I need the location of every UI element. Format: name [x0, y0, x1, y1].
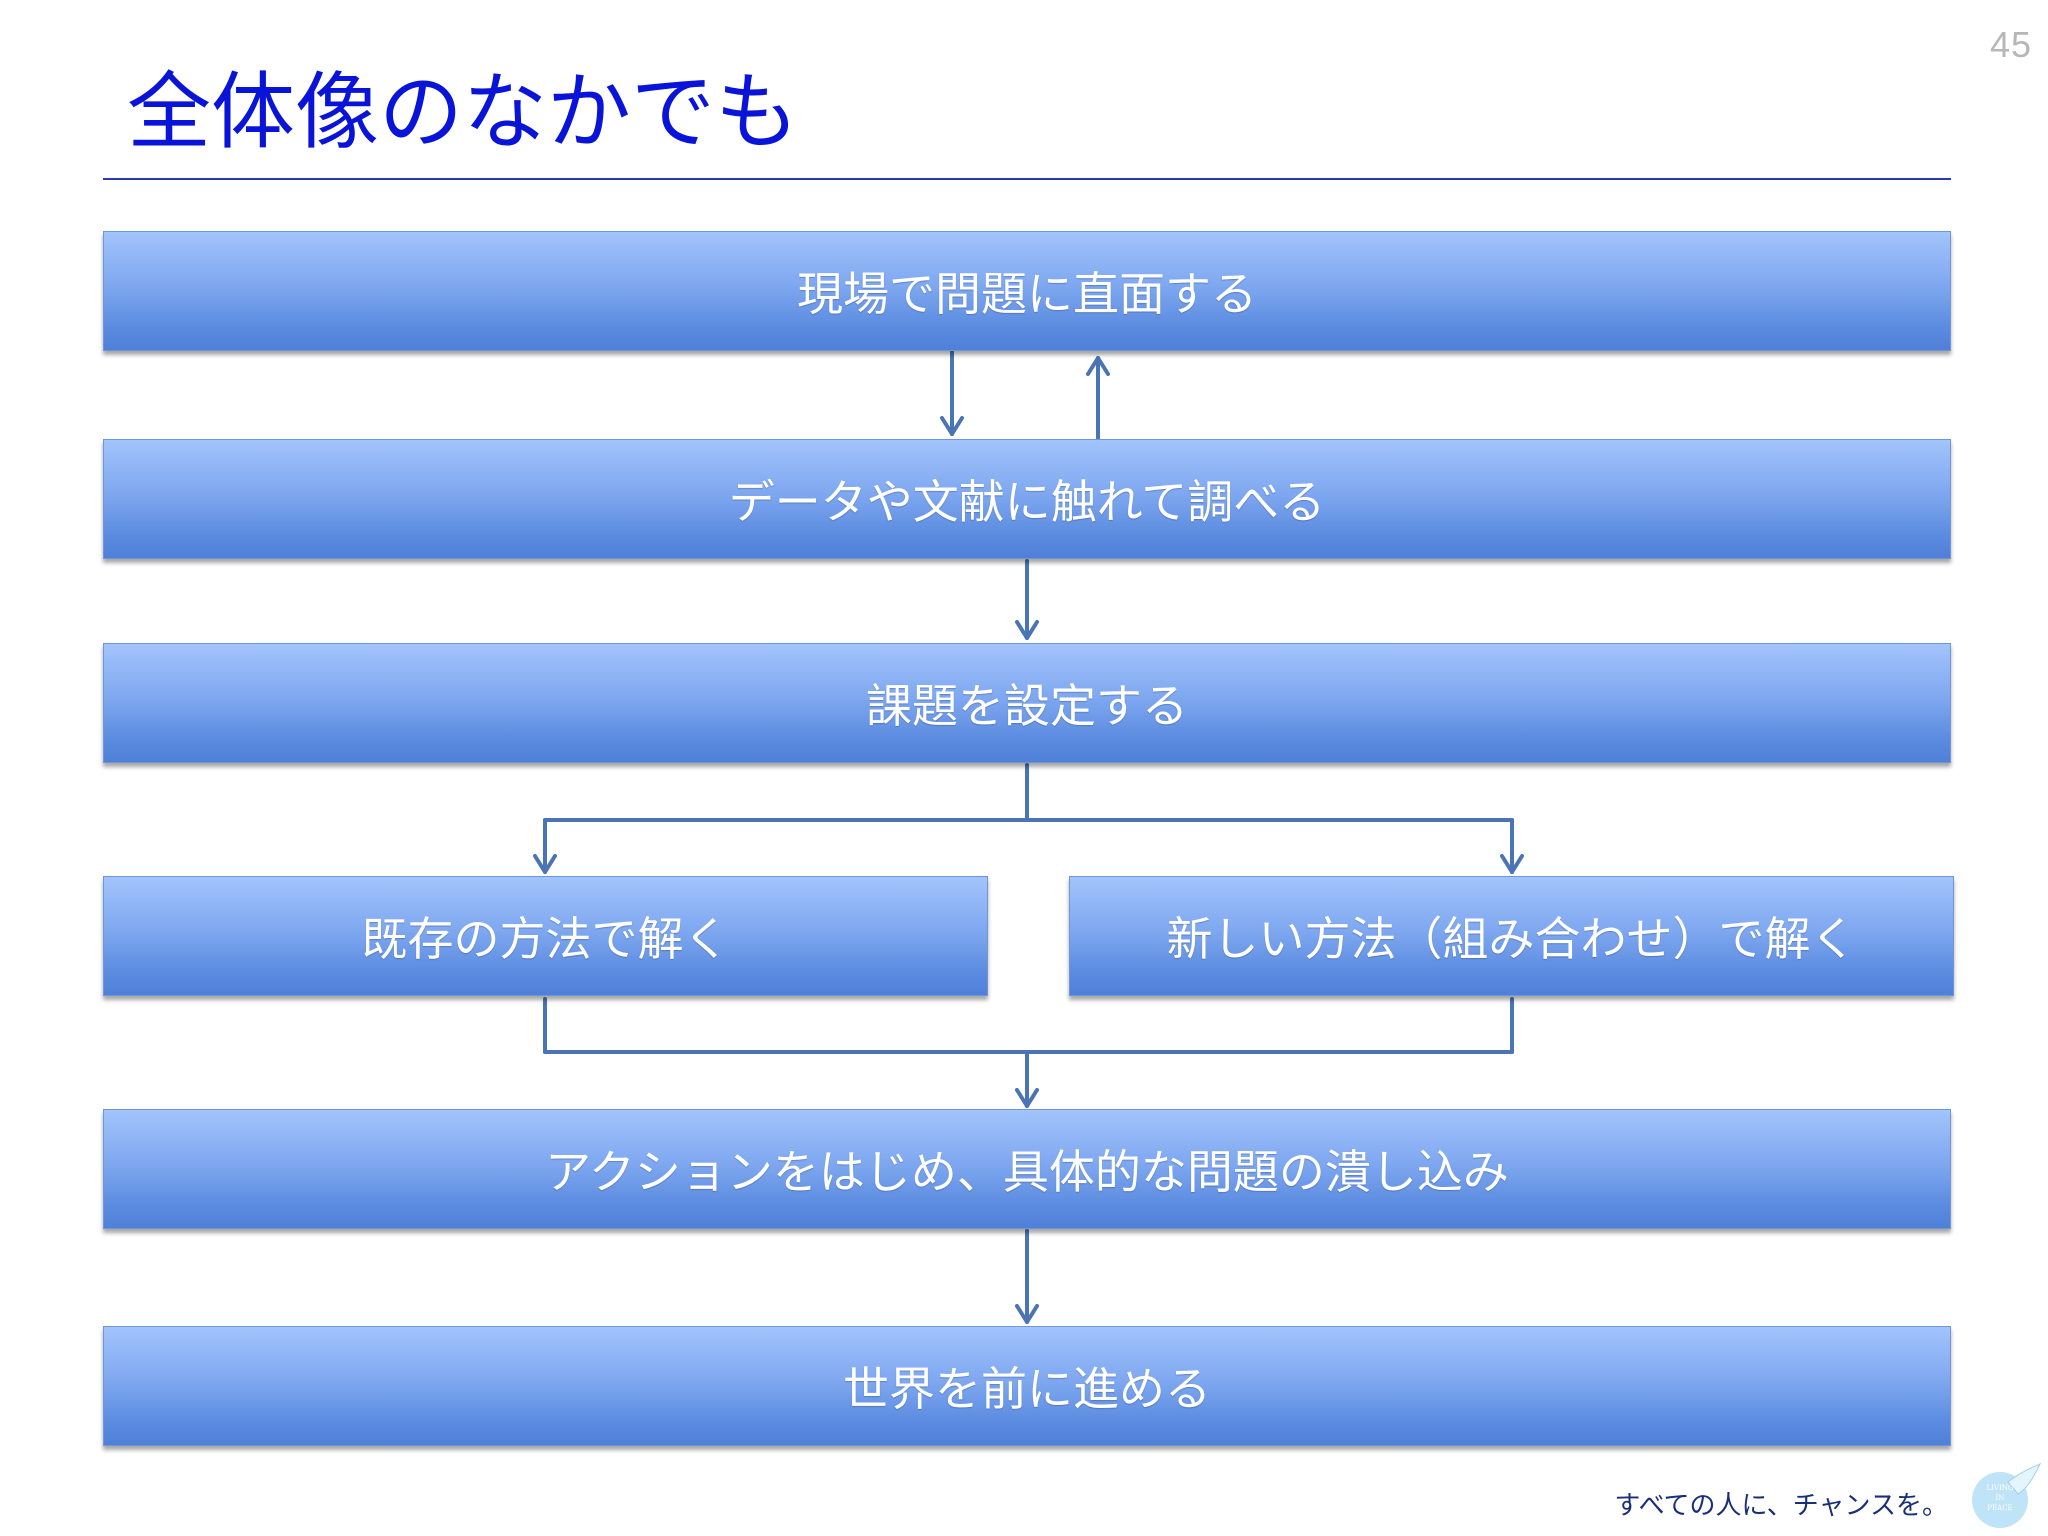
box-advance-world: 世界を前に進める: [103, 1326, 1951, 1446]
box-face-problem: 現場で問題に直面する: [103, 231, 1951, 351]
box-advance-world-label: 世界を前に進める: [843, 1362, 1211, 1416]
arrowhead-research-to-issue: [1015, 620, 1039, 640]
living-in-peace-logo-icon: LIVING IN PEACE: [1972, 1462, 2042, 1528]
box-action-label: アクションをはじめ、具体的な問題の潰し込み: [545, 1145, 1509, 1199]
box-set-issue: 課題を設定する: [103, 643, 1951, 763]
box-research: データや文献に触れて調べる: [103, 439, 1951, 559]
logo-line-1: LIVING: [1987, 1484, 2014, 1492]
footer-slogan: すべての人に、チャンスを。: [1614, 1491, 1948, 1521]
box-new-method-label: 新しい方法（組み合わせ）で解く: [1166, 912, 1857, 966]
page-number: 45: [1989, 24, 2032, 65]
logo-line-2: IN: [1996, 1494, 2005, 1502]
arrowhead-face-to-research: [940, 416, 964, 436]
box-existing-method: 既存の方法で解く: [103, 876, 988, 996]
logo-line-3: PEACE: [1987, 1504, 2012, 1512]
box-existing-method-label: 既存の方法で解く: [361, 912, 730, 966]
box-action: アクションをはじめ、具体的な問題の潰し込み: [103, 1109, 1951, 1229]
box-research-label: データや文献に触れて調べる: [728, 475, 1326, 529]
slide-title: 全体像のなかでも: [127, 63, 800, 161]
title-underline: [103, 178, 1951, 180]
arrowhead-research-to-face: [1086, 356, 1110, 376]
box-set-issue-label: 課題を設定する: [866, 679, 1188, 733]
box-new-method: 新しい方法（組み合わせ）で解く: [1069, 876, 1954, 996]
arrowhead-action-to-advance: [1015, 1304, 1039, 1324]
arrowhead-split-left: [533, 854, 557, 874]
arrowhead-merge: [1015, 1088, 1039, 1108]
box-face-problem-label: 現場で問題に直面する: [797, 267, 1257, 321]
arrowhead-split-right: [1500, 854, 1524, 874]
